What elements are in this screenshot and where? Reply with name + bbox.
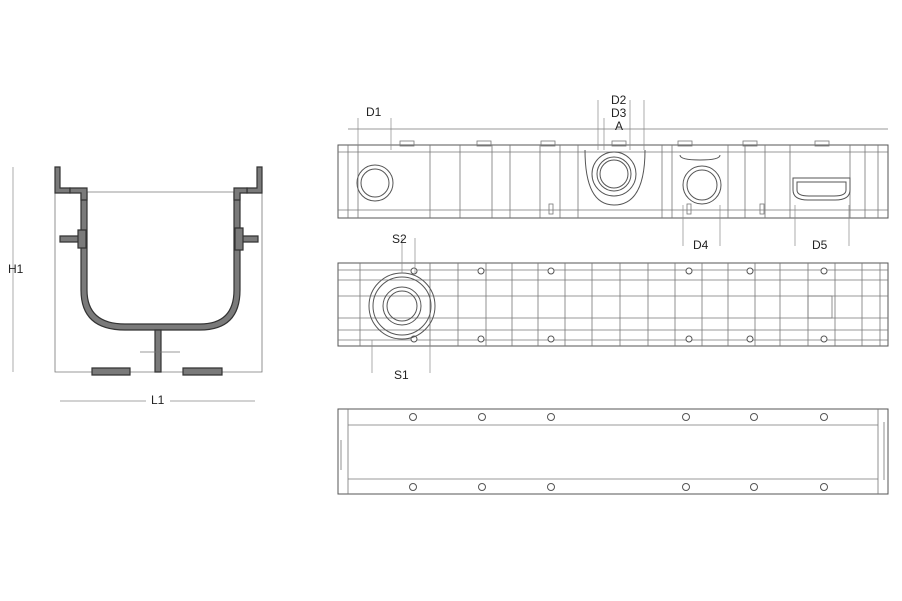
bottom-view	[337, 408, 889, 495]
bottom-view-holes	[409, 413, 828, 491]
label-d2: D2	[611, 93, 627, 107]
side-view-dimensions: D1 D2 D3 A D4 D5	[357, 93, 850, 252]
label-s1: S1	[394, 368, 409, 382]
top-view-grid	[359, 263, 881, 346]
dimension-h1: H1	[8, 167, 24, 372]
cross-section-view	[54, 166, 263, 376]
label-d5: D5	[812, 238, 828, 252]
label-l1: L1	[151, 393, 165, 407]
label-d3: D3	[611, 106, 627, 120]
top-view-bolts	[410, 267, 828, 343]
label-d1: D1	[366, 105, 382, 119]
label-a: A	[615, 119, 623, 133]
label-d4: D4	[693, 238, 709, 252]
top-view	[337, 262, 889, 347]
label-s2: S2	[392, 232, 407, 246]
side-view-ribs	[347, 145, 879, 218]
top-view-dimensions: S2 S1	[371, 232, 431, 382]
side-view-tabs	[399, 140, 830, 147]
label-h1: H1	[8, 262, 24, 276]
dimension-l1: L1	[60, 391, 255, 407]
side-view	[337, 128, 889, 219]
